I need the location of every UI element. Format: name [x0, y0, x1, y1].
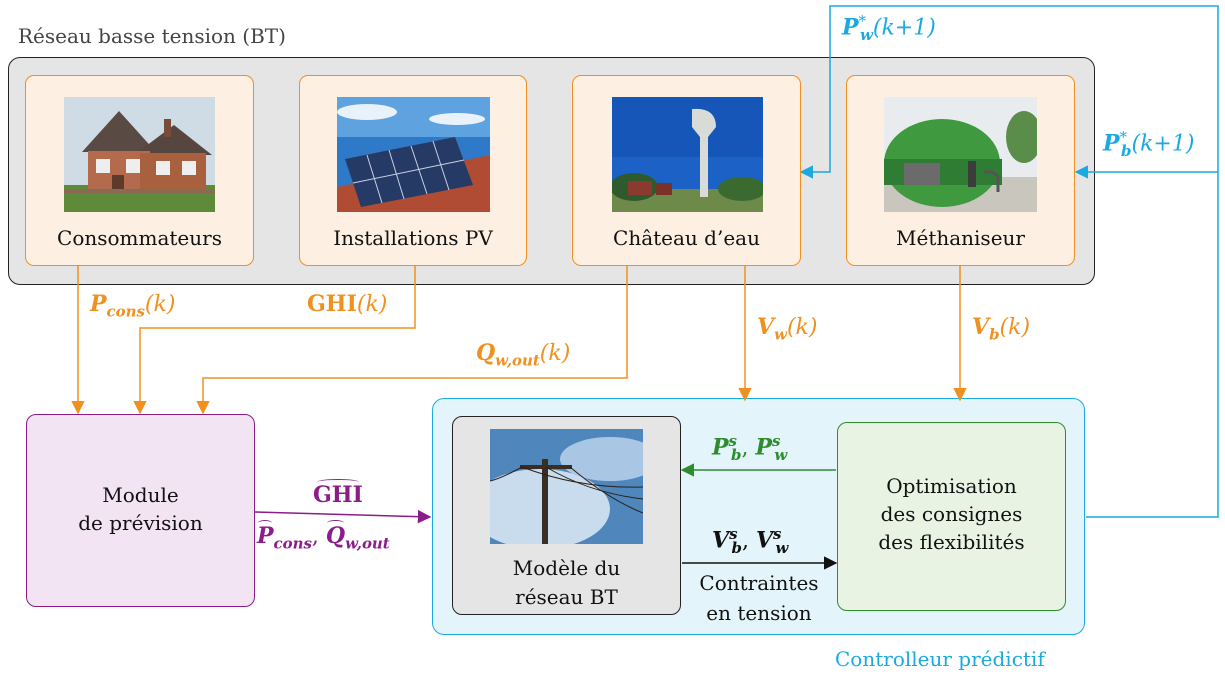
biogas-digester-photo: [884, 97, 1037, 212]
optimizer-line3: des flexibilités: [878, 530, 1025, 554]
network-model-line1: Modèle du: [512, 556, 621, 580]
controller-label: Controlleur prédictif: [835, 647, 1045, 671]
label-q-w-out: Qw,out(k): [476, 340, 571, 370]
unit-label-pv: Installations PV: [333, 226, 493, 250]
constraints-caption: Contraintes en tension: [682, 568, 836, 628]
label-p-w-star: P*w(k+1): [842, 12, 936, 44]
forecast-module-line1: Module: [102, 483, 179, 507]
network-title: Réseau basse tension (BT): [18, 24, 286, 48]
label-ghi-forecast: GHI: [313, 479, 363, 508]
forecast-module-line2: de prévision: [78, 511, 203, 535]
arrow-ghi: [133, 266, 416, 415]
label-voltages: Vsb, Vsw: [712, 525, 789, 557]
label-ghi: GHI(k): [307, 291, 388, 317]
unit-consumers: Consommateurs: [25, 75, 254, 266]
label-setpoints: Psb, Psw: [712, 432, 788, 464]
forecast-module: Module de prévision: [26, 414, 255, 607]
arrow-forecast: [254, 509, 432, 524]
constraints-line2: en tension: [706, 601, 812, 625]
label-v-b: Vb(k): [972, 314, 1031, 344]
unit-label-digester: Méthaniseur: [896, 226, 1025, 250]
power-line-photo: [490, 429, 643, 544]
label-p-cons: Pcons(k): [90, 291, 176, 321]
unit-label-water-tower: Château d’eau: [613, 226, 760, 250]
label-p-b-star: P*b(k+1): [1103, 128, 1195, 160]
network-model-line2: réseau BT: [515, 585, 618, 609]
water-tower-photo: [612, 97, 763, 212]
unit-label-consumers: Consommateurs: [57, 226, 222, 250]
optimizer-line1: Optimisation: [886, 474, 1017, 498]
arrow-p-w-star: [799, 5, 1219, 518]
constraints-line1: Contraintes: [699, 571, 819, 595]
house-photo: [64, 97, 215, 212]
optimizer: Optimisation des consignes des flexibili…: [837, 422, 1066, 611]
solar-panel-photo: [337, 97, 490, 212]
label-v-w: Vw(k): [757, 314, 818, 344]
unit-digester: Méthaniseur: [846, 75, 1075, 266]
unit-pv: Installations PV: [299, 75, 527, 266]
network-model: Modèle du réseau BT: [452, 416, 681, 615]
arrow-q-w-out: [196, 266, 628, 415]
unit-water-tower: Château d’eau: [572, 75, 801, 266]
optimizer-line2: des consignes: [880, 502, 1023, 526]
label-forecast-pair: Pcons, Qw,out: [257, 520, 390, 553]
